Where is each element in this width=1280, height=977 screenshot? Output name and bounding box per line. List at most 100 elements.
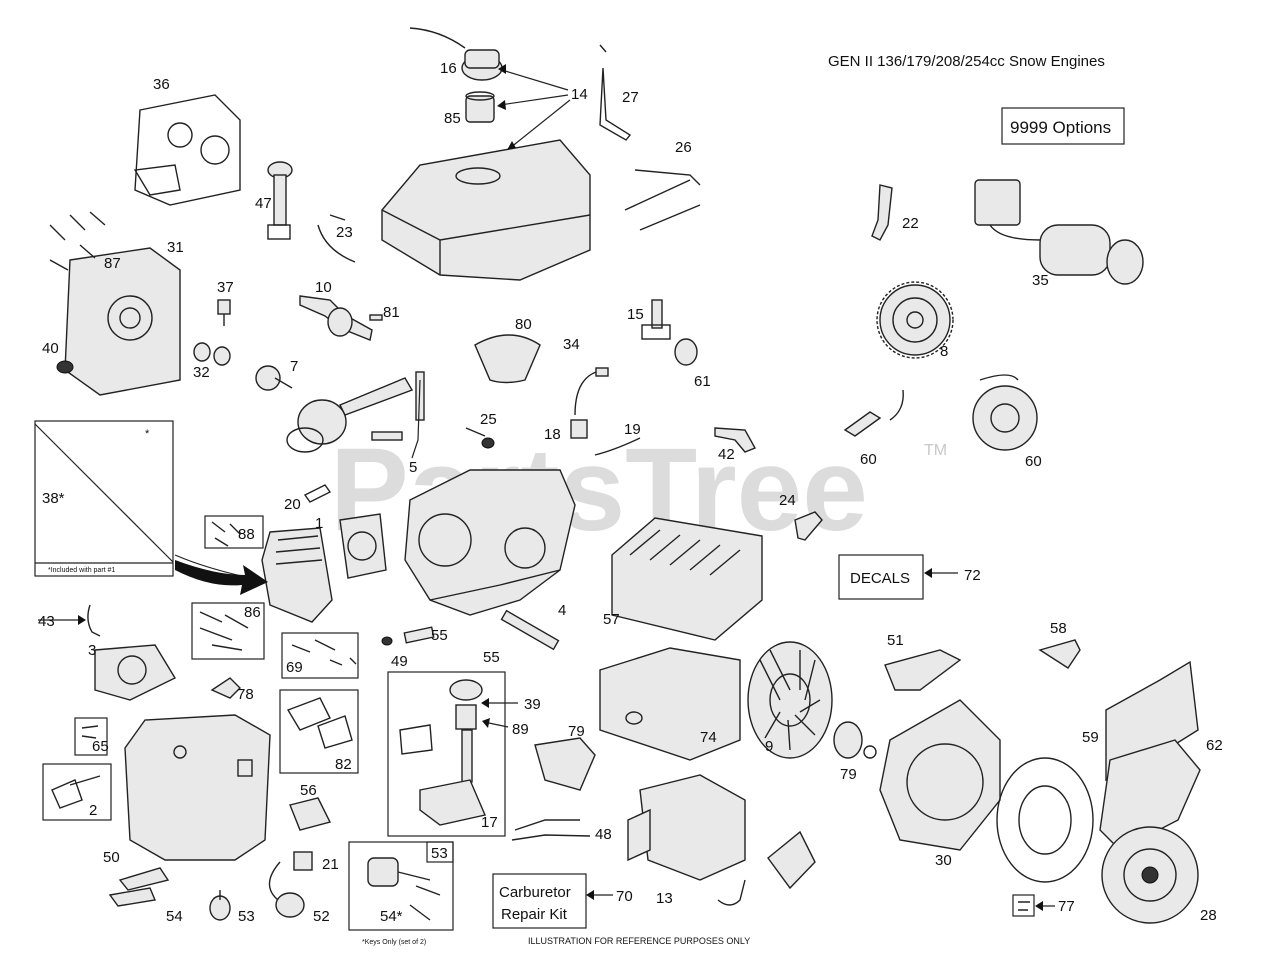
callout-1: 1 [315,515,323,532]
callout-2: 2 [89,802,97,819]
callout-55a: 55 [431,627,448,644]
bracket-79a-part[interactable] [534,737,596,791]
kit-frame-69 [281,632,359,679]
recoil-starter-part[interactable] [1099,739,1201,924]
flywheel-part[interactable] [747,641,833,759]
crank-key-part[interactable] [369,314,383,321]
wire-harness-part[interactable] [624,169,701,231]
part-65[interactable] [81,725,99,739]
ring-gear-part[interactable] [876,281,954,359]
governor-part[interactable] [217,299,231,326]
callout-79a: 79 [568,723,585,740]
callout-80: 80 [515,316,532,333]
gasket-kit-82-part[interactable] [286,697,353,749]
bolt-kit-88-part[interactable] [211,521,241,547]
panel-59-part[interactable] [1105,660,1199,782]
callout-31: 31 [167,239,184,256]
callout-85: 85 [444,110,461,127]
bolt-kit-87-part[interactable] [49,211,106,271]
bracket-22-part[interactable] [871,184,893,241]
bracket-56-part[interactable] [289,797,332,831]
footer-note: ILLUSTRATION FOR REFERENCE PURPOSES ONLY [528,936,750,946]
electric-starter-part[interactable] [974,179,1144,285]
callout-54b: 54* [380,908,403,925]
callout-81: 81 [383,304,400,321]
callout-numbers: 16 14 27 85 36 26 47 23 22 35 31 87 37 1… [38,60,1223,925]
knob-53-part[interactable] [209,890,231,921]
callout-82: 82 [335,756,352,773]
dipstick-part[interactable] [267,161,293,240]
shield-80-part[interactable] [474,334,541,384]
callout-24: 24 [779,492,796,509]
callout-89: 89 [512,721,529,738]
part-2[interactable] [51,775,101,809]
callout-37: 37 [217,279,234,296]
sensor-34-part[interactable] [574,367,609,416]
callout-10: 10 [315,279,332,296]
retainer-plate-part[interactable] [996,757,1094,883]
cap-52-part[interactable] [268,861,305,918]
crankshaft-part[interactable] [299,295,373,341]
engine-block-part[interactable] [404,469,576,616]
bracket-24-part[interactable] [794,511,823,541]
callout-34: 34 [563,336,580,353]
cup-79b-part[interactable] [833,721,877,759]
cover-50-part[interactable] [124,714,271,861]
callout-88: 88 [238,526,255,543]
wire-43-part[interactable] [87,604,101,637]
crankcase-cover-part[interactable] [64,247,181,396]
part-25[interactable] [465,427,495,449]
bracket-23-part[interactable] [317,214,356,263]
callout-25: 25 [480,411,497,428]
callout-87: 87 [104,255,121,272]
sensor-60-part[interactable] [843,389,904,437]
muffler-part[interactable] [627,774,746,881]
switch-21-part[interactable] [293,851,313,871]
spark-plug-part[interactable] [303,484,332,503]
options-box[interactable]: 9999 Options [1001,107,1125,145]
stator-60-part[interactable] [972,374,1038,451]
callout-53a: 53 [431,845,448,862]
bracket-42-part[interactable] [714,427,756,453]
callout-16: 16 [440,60,457,77]
fuel-strainer-part[interactable] [465,91,495,123]
wire-19-part[interactable] [594,437,641,456]
pins-55-part[interactable] [403,609,560,651]
fuel-cap-part[interactable] [409,27,503,81]
switch-18-part[interactable] [570,419,588,439]
air-cleaner-cover-part[interactable] [599,647,741,761]
carburetor-repair-kit-box[interactable]: Carburetor Repair Kit [492,873,587,929]
bracket-51-part[interactable] [884,649,962,691]
camshaft-gear-part[interactable] [255,365,293,391]
callout-22: 22 [902,215,919,232]
muffler-guard-part[interactable] [717,830,816,906]
knob-61-part[interactable] [674,338,698,366]
bearings-part[interactable] [193,342,231,366]
bolt-kit-86-part[interactable] [199,611,249,651]
part-3-housing[interactable] [94,644,176,701]
callout-60b: 60 [1025,453,1042,470]
callout-17: 17 [481,814,498,831]
fuel-tank-part[interactable] [381,139,591,281]
cylinder-head-part[interactable] [261,513,387,623]
valve-15-part[interactable] [641,299,671,340]
nut-49-part[interactable] [381,636,393,646]
blower-housing-part[interactable] [879,699,1001,851]
part-77[interactable] [1018,901,1030,911]
keys-54-part[interactable] [108,867,170,907]
part-kit-69[interactable] [291,639,357,666]
choke-rod-part[interactable] [599,44,632,141]
callout-23: 23 [336,224,353,241]
drain-plug-part[interactable] [56,360,74,374]
callout-77: 77 [1058,898,1075,915]
engine-shroud-57-part[interactable] [611,517,763,641]
bracket-58-part[interactable] [1038,639,1081,669]
decals-box[interactable]: DECALS [838,554,924,600]
kit-frame-82 [279,689,359,774]
gasket-set-part[interactable] [133,94,241,206]
wire-48-part[interactable] [511,819,591,841]
carburetor-part[interactable] [399,679,486,826]
key-switch-part[interactable] [367,857,441,921]
part-78[interactable] [210,677,241,699]
callout-36: 36 [153,76,170,93]
